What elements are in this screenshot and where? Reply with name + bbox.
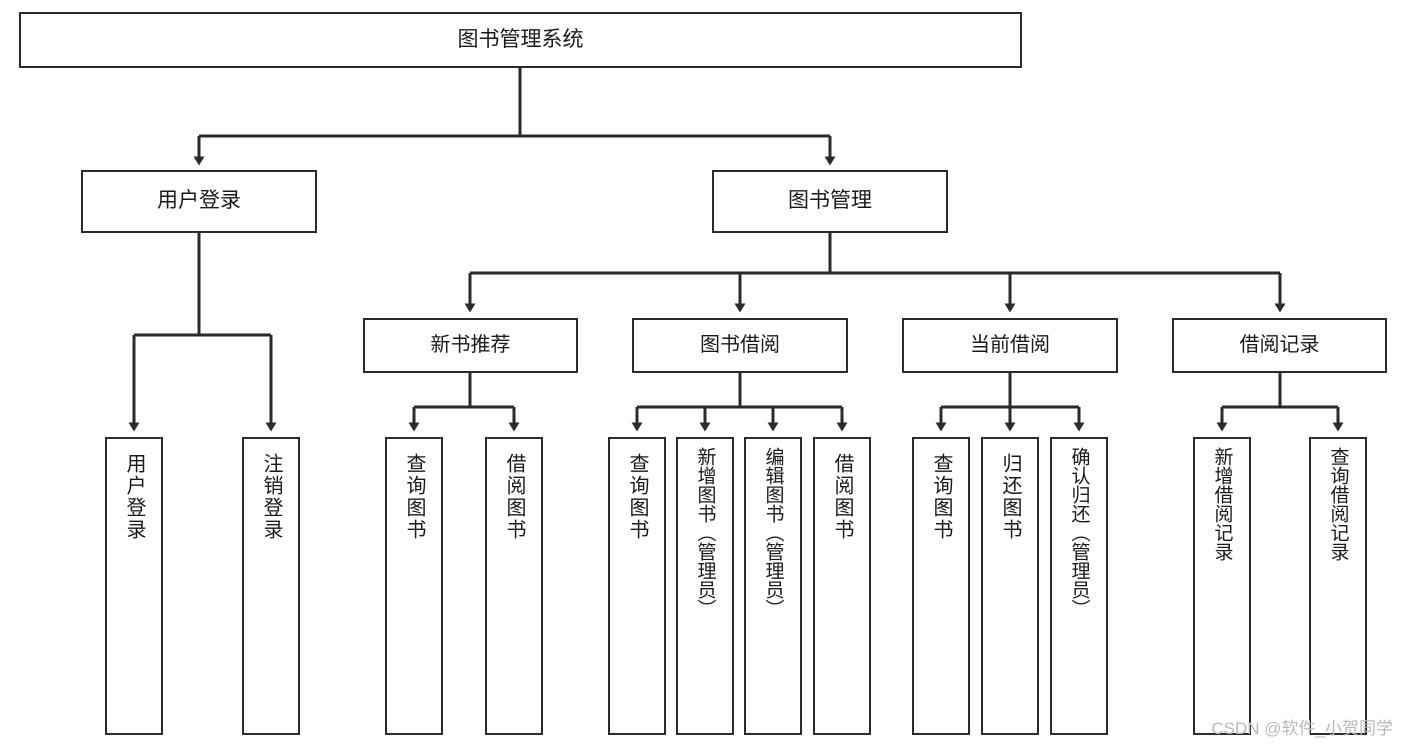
node-book-borrow[interactable]: 图书借阅 bbox=[632, 318, 848, 373]
leaf-current-borrow-confirm-return-admin[interactable]: 确认归还（管理员） bbox=[1050, 437, 1108, 735]
leaf-new-book-query-book[interactable]: 查询图书 bbox=[385, 437, 443, 735]
leaf-current-borrow-query-book[interactable]: 查询图书 bbox=[912, 437, 970, 735]
node-label: 编辑图书（管理员） bbox=[762, 447, 784, 618]
leaf-user-login-login[interactable]: 用户登录 bbox=[105, 437, 163, 735]
leaf-borrow-record-query-record[interactable]: 查询借阅记录 bbox=[1309, 437, 1367, 735]
node-label: 查询借阅记录 bbox=[1327, 447, 1349, 561]
node-new-book-recommend[interactable]: 新书推荐 bbox=[363, 318, 578, 373]
node-label: 借阅记录 bbox=[1239, 333, 1320, 356]
leaf-book-borrow-add-book-admin[interactable]: 新增图书（管理员） bbox=[676, 437, 734, 735]
node-label: 注销登录 bbox=[260, 453, 282, 541]
leaf-new-book-borrow-book[interactable]: 借阅图书 bbox=[485, 437, 543, 735]
leaf-book-borrow-edit-book-admin[interactable]: 编辑图书（管理员） bbox=[744, 437, 802, 735]
node-label: 借阅图书 bbox=[503, 453, 525, 541]
node-label: 新书推荐 bbox=[430, 333, 511, 356]
leaf-borrow-record-add-record[interactable]: 新增借阅记录 bbox=[1193, 437, 1251, 735]
leaf-user-login-logout[interactable]: 注销登录 bbox=[242, 437, 300, 735]
node-label: 查询图书 bbox=[930, 453, 952, 541]
watermark-text: CSDN @软件_小贺同学 bbox=[1211, 719, 1393, 738]
node-current-borrow[interactable]: 当前借阅 bbox=[902, 318, 1118, 373]
node-label: 图书借阅 bbox=[700, 333, 780, 356]
node-label: 确认归还（管理员） bbox=[1068, 447, 1090, 618]
leaf-book-borrow-query-book[interactable]: 查询图书 bbox=[608, 437, 666, 735]
node-borrow-record[interactable]: 借阅记录 bbox=[1172, 318, 1387, 373]
node-label: 新增借阅记录 bbox=[1211, 447, 1233, 561]
node-label: 用户登录 bbox=[123, 453, 145, 541]
node-book-management[interactable]: 图书管理 bbox=[712, 170, 948, 233]
node-label: 归还图书 bbox=[999, 453, 1021, 541]
node-label: 借阅图书 bbox=[831, 453, 853, 541]
node-label: 当前借阅 bbox=[970, 333, 1050, 356]
leaf-current-borrow-return-book[interactable]: 归还图书 bbox=[981, 437, 1039, 735]
node-user-login[interactable]: 用户登录 bbox=[81, 170, 317, 233]
node-label: 用户登录 bbox=[157, 189, 241, 213]
node-label: 查询图书 bbox=[626, 453, 648, 541]
node-label: 图书管理 bbox=[788, 189, 872, 213]
node-label: 新增图书（管理员） bbox=[694, 447, 716, 618]
leaf-book-borrow-borrow-book[interactable]: 借阅图书 bbox=[813, 437, 871, 735]
node-label: 图书管理系统 bbox=[457, 27, 584, 51]
node-root-book-management-system[interactable]: 图书管理系统 bbox=[19, 12, 1022, 68]
node-label: 查询图书 bbox=[403, 453, 425, 541]
